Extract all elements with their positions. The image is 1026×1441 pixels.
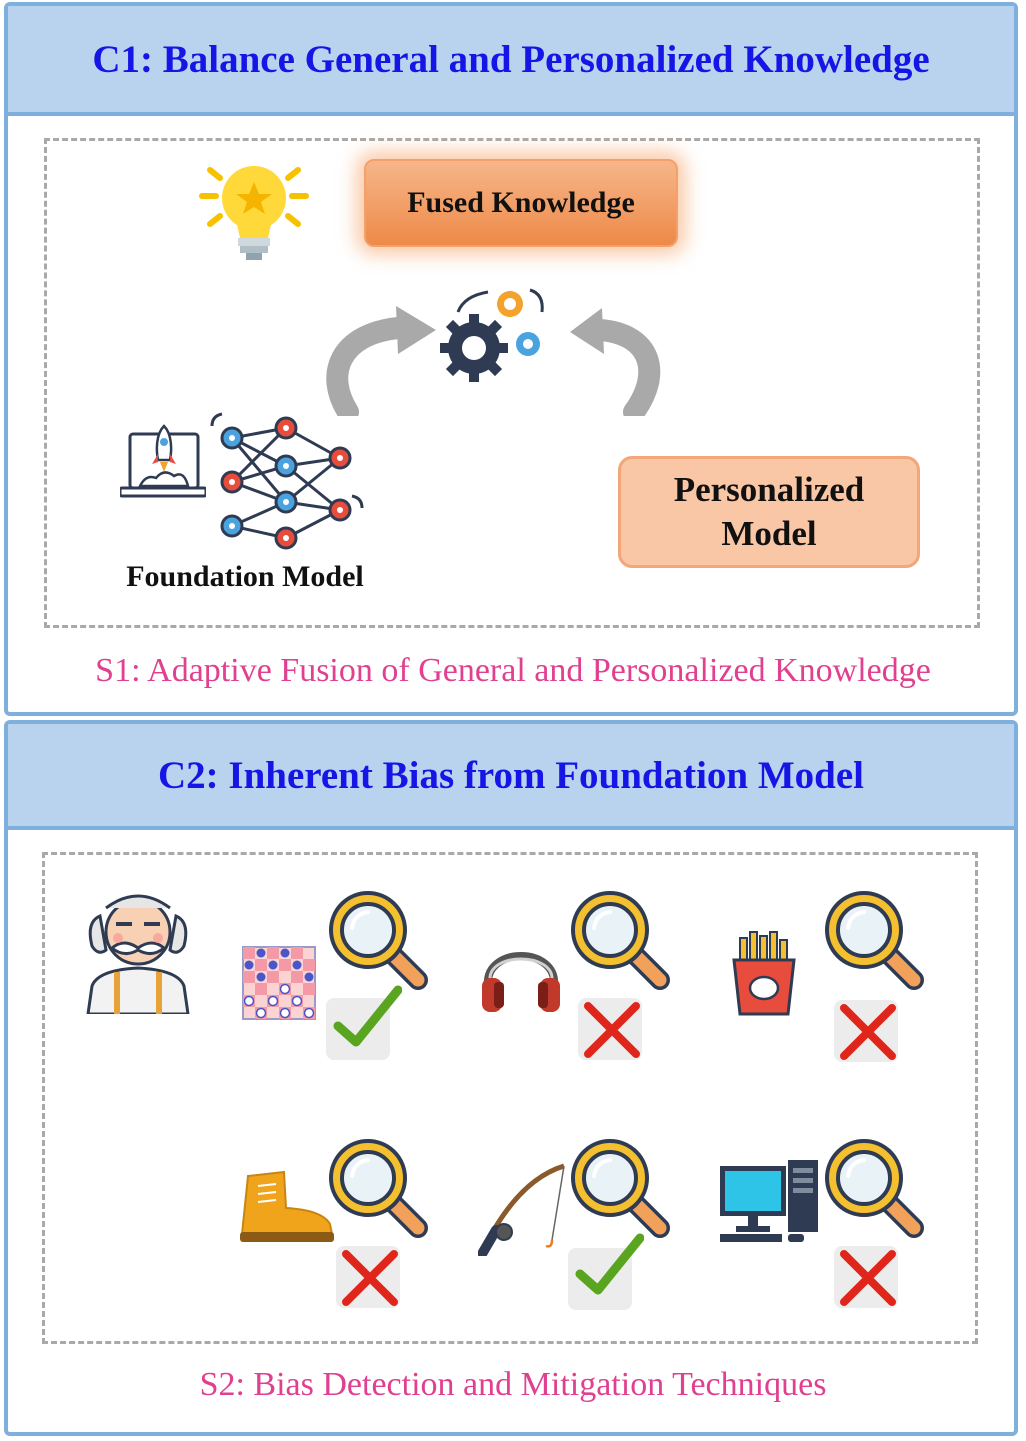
fishing-rod-icon	[478, 1163, 565, 1256]
right-curved-arrow-icon	[570, 308, 661, 416]
left-curved-arrow-icon	[326, 306, 436, 416]
neural-network-icon	[210, 412, 364, 550]
french-fries-icon	[732, 931, 796, 1016]
challenge-2-header: C2: Inherent Bias from Foundation Model	[8, 724, 1014, 830]
magnifier-icon	[568, 888, 672, 992]
cross-icon	[840, 1250, 896, 1306]
bias-diagram-box	[42, 852, 978, 1344]
foundation-model-label: Foundation Model	[126, 560, 364, 593]
challenge-1-title: C1: Balance General and Personalized Kno…	[92, 37, 930, 81]
cross-icon	[584, 1002, 640, 1058]
elderly-user-icon	[86, 894, 190, 1014]
cross-icon	[840, 1004, 896, 1060]
checkmark-icon	[575, 1233, 644, 1295]
challenge-2-title: C2: Inherent Bias from Foundation Model	[157, 753, 865, 797]
fusion-diagram-box	[44, 138, 980, 628]
personalized-model-line2: Model	[721, 514, 817, 553]
desktop-computer-icon	[720, 1160, 818, 1242]
personalized-model-box: Personalized Model	[618, 456, 920, 568]
solution-2-caption: S2: Bias Detection and Mitigation Techni…	[199, 1366, 827, 1403]
magnifier-icon	[326, 888, 430, 992]
cross-icon	[342, 1250, 398, 1306]
challenge-1-header: C1: Balance General and Personalized Kno…	[8, 6, 1014, 116]
magnifier-icon	[326, 1136, 430, 1240]
gears-icon	[440, 288, 544, 382]
magnifier-icon	[822, 1136, 926, 1240]
magnifier-icon	[568, 1136, 672, 1240]
boot-icon	[240, 1170, 334, 1242]
checkmark-icon	[333, 985, 402, 1047]
headphones-icon	[482, 952, 560, 1012]
solution-1-caption: S1: Adaptive Fusion of General and Perso…	[95, 652, 931, 689]
fused-knowledge-box: Fused Knowledge	[364, 159, 678, 247]
magnifier-icon	[822, 888, 926, 992]
challenge-1-panel: C1: Balance General and Personalized Kno…	[4, 2, 1018, 716]
lightbulb-icon	[199, 166, 309, 260]
laptop-rocket-icon	[120, 424, 206, 498]
chess-board-icon	[242, 946, 316, 1020]
challenge-2-panel: C2: Inherent Bias from Foundation Model	[4, 720, 1018, 1436]
personalized-model-line1: Personalized	[673, 470, 865, 509]
fused-knowledge-label: Fused Knowledge	[407, 186, 635, 219]
